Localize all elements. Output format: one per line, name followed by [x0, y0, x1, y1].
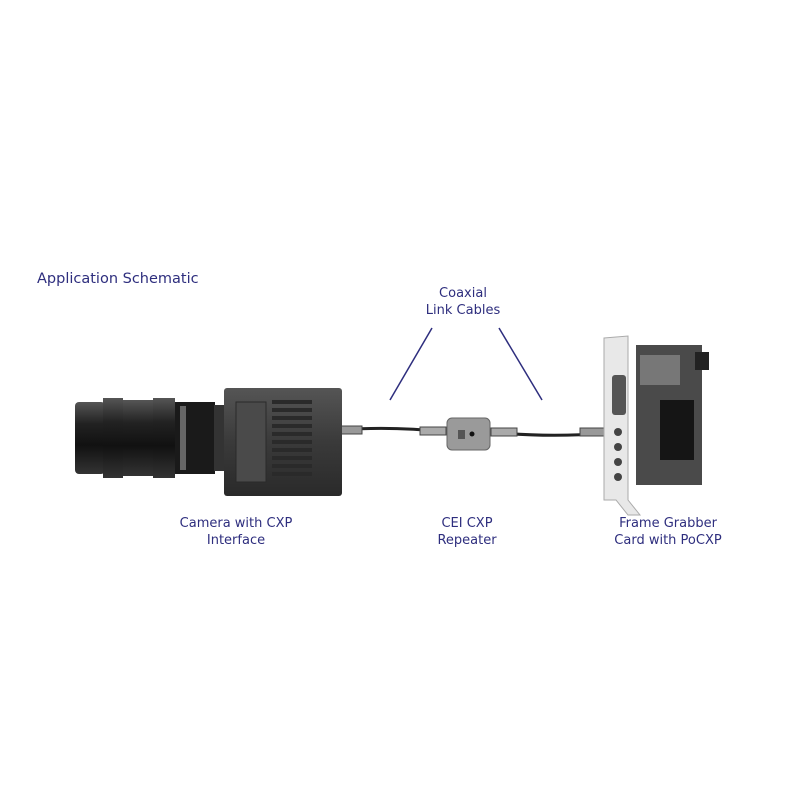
camera-heatsink-fins	[272, 400, 312, 476]
pointer-line-left	[389, 327, 433, 401]
grabber-label-line1: Frame Grabber	[619, 516, 717, 531]
cables-label-line1: Coaxial	[439, 286, 487, 301]
cables-label: Coaxial Link Cables	[403, 285, 523, 319]
repeater-label-line2: Repeater	[437, 533, 497, 548]
grabber-label-line2: Card with PoCXP	[614, 533, 722, 548]
repeater-device	[446, 417, 491, 451]
cable-connector	[490, 427, 518, 437]
card-port	[614, 443, 622, 451]
camera-label: Camera with CXP Interface	[166, 515, 306, 549]
coaxial-cable	[339, 425, 607, 437]
camera-label-line1: Camera with CXP	[179, 516, 293, 531]
cable-connector	[579, 427, 605, 437]
card-port	[614, 428, 622, 436]
camera-label-line2: Interface	[206, 533, 266, 548]
card-port	[614, 473, 622, 481]
cable-connector	[339, 425, 363, 435]
cables-label-line2: Link Cables	[425, 303, 501, 318]
schematic-title: Application Schematic	[37, 271, 199, 287]
cable-connector	[419, 426, 447, 436]
pointer-line-right	[498, 327, 543, 401]
repeater-label: CEI CXP Repeater	[407, 515, 527, 549]
card-port	[614, 458, 622, 466]
repeater-label-line1: CEI CXP	[441, 516, 493, 531]
grabber-label: Frame Grabber Card with PoCXP	[598, 515, 738, 549]
card-bracket	[603, 335, 642, 516]
frame-grabber-card	[603, 335, 709, 516]
camera-lens	[75, 402, 105, 474]
camera	[75, 388, 342, 496]
